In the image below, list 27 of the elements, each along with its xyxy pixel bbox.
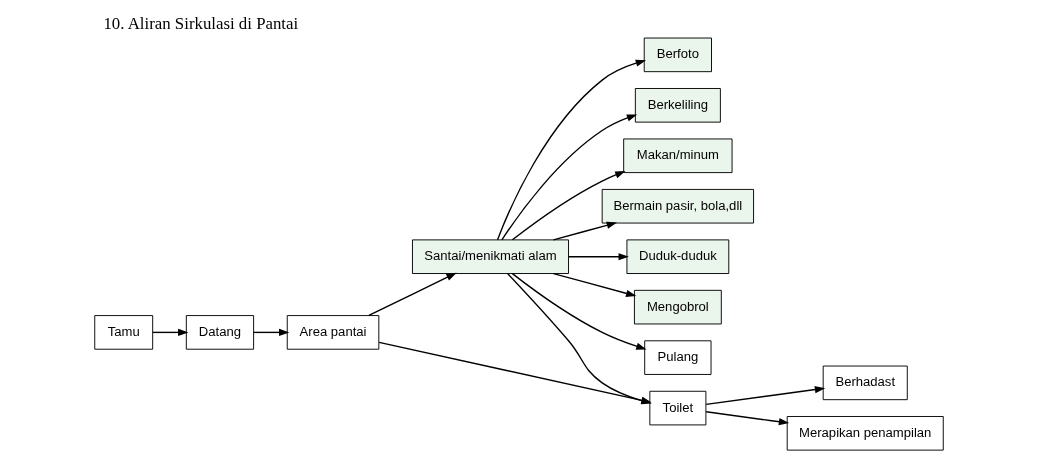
arrow <box>704 411 789 426</box>
node-box: Santai/menikmati alam <box>411 239 569 274</box>
arrow <box>704 386 825 406</box>
node-box: Bermain pasir, bola,dll <box>601 188 754 224</box>
arrow <box>511 171 625 241</box>
node-box: Makan/minum <box>622 138 733 174</box>
arrow <box>496 59 646 241</box>
node-box: Area pantai <box>286 315 379 350</box>
node-box: Datang <box>185 315 254 350</box>
arrow <box>567 253 629 261</box>
node-box: Duduk-duduk <box>625 239 729 274</box>
arrow <box>151 328 188 336</box>
diagram-title: 10. Aliran Sirkulasi di Pantai <box>102 14 298 34</box>
arrow <box>552 272 636 297</box>
arrow <box>500 114 637 241</box>
node-box: Tamu <box>93 315 153 350</box>
node-box: Merapikan penampilan <box>786 416 944 451</box>
arrow <box>252 328 289 336</box>
arrow <box>511 272 646 350</box>
node-box: Berhadast <box>822 365 908 401</box>
node-box: Pulang <box>643 340 711 375</box>
node-box: Berkeliling <box>634 88 721 123</box>
arrow <box>367 272 457 317</box>
arrow <box>552 221 617 241</box>
node-box: Mengobrol <box>633 289 722 325</box>
node-box: Berfoto <box>643 37 712 73</box>
node-box: Toilet <box>648 390 706 426</box>
